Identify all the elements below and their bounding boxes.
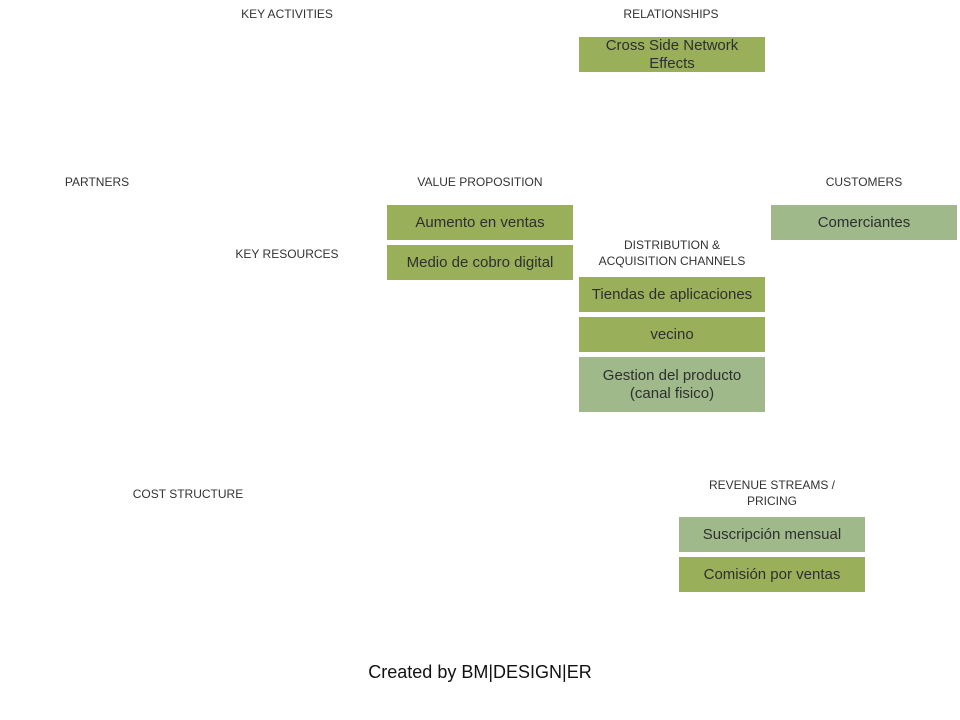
card-comision-por-ventas: Comisión por ventas [679, 557, 865, 592]
revenue-streams-label: REVENUE STREAMS / PRICING [680, 477, 864, 509]
card-tiendas-de-aplicaciones: Tiendas de aplicaciones [579, 277, 765, 312]
partners-label: PARTNERS [64, 175, 130, 189]
card-cross-side-network-effects: Cross Side Network Effects [579, 37, 765, 72]
key-resources-label: KEY RESOURCES [235, 247, 339, 261]
footer-credit: Created by BM|DESIGN|ER [368, 662, 592, 682]
revenue-label-line2: PRICING [746, 494, 797, 508]
cost-structure-label: COST STRUCTURE [132, 487, 244, 501]
card-comerciantes: Comerciantes [771, 205, 957, 240]
key-activities-label: KEY ACTIVITIES [241, 7, 333, 21]
revenue-label-line1: REVENUE STREAMS / [708, 478, 836, 492]
value-proposition-label: VALUE PROPOSITION [417, 175, 543, 189]
distribution-channels-label: DISTRIBUTION & ACQUISITION CHANNELS [580, 237, 764, 269]
card-aumento-en-ventas: Aumento en ventas [387, 205, 573, 240]
card-gestion-del-producto: Gestion del producto (canal fisico) [579, 357, 765, 412]
customers-label: CUSTOMERS [825, 175, 903, 189]
distribution-label-line1: DISTRIBUTION & [623, 238, 720, 252]
relationships-label: RELATIONSHIPS [623, 7, 719, 21]
card-suscripcion-mensual: Suscripción mensual [679, 517, 865, 552]
distribution-label-line2: ACQUISITION CHANNELS [598, 254, 746, 268]
card-medio-de-cobro-digital: Medio de cobro digital [387, 245, 573, 280]
card-vecino: vecino [579, 317, 765, 352]
